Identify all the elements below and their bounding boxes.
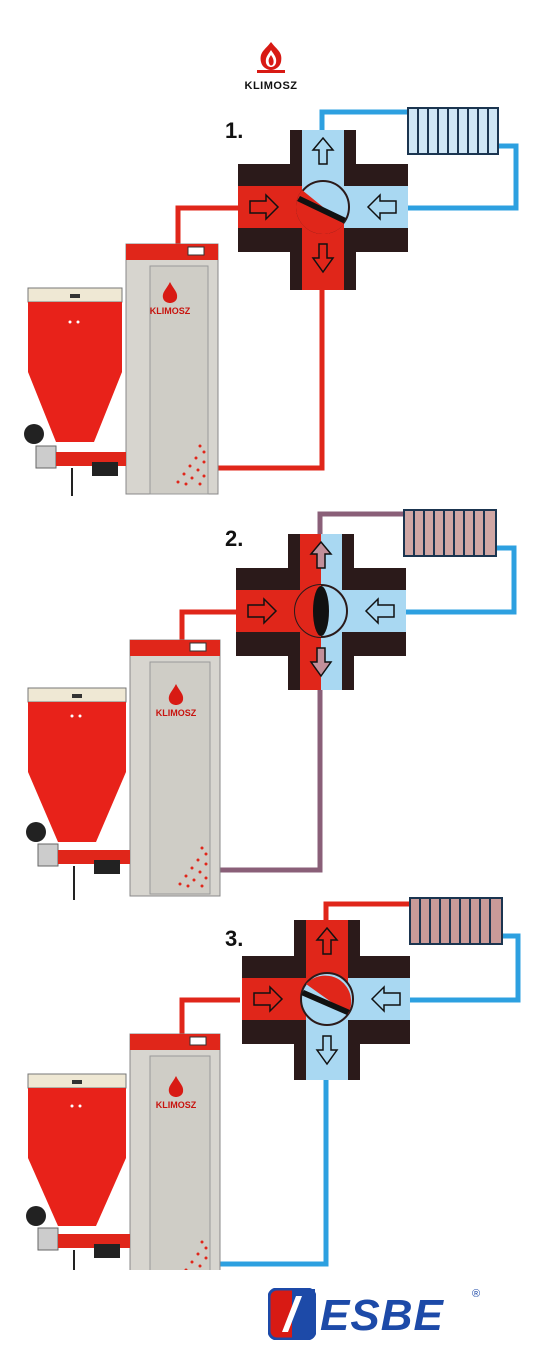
radiator	[403, 509, 497, 557]
mixing-valve	[236, 534, 406, 690]
step-label: 1.	[225, 118, 244, 143]
flow-arrow-icon	[315, 926, 339, 955]
flow-arrow-icon	[247, 597, 278, 625]
flow-arrow-icon	[370, 985, 401, 1013]
esbe-mark-icon	[268, 1288, 316, 1340]
fuel-hopper	[26, 687, 130, 900]
boiler: KLIMOSZ	[129, 639, 221, 897]
mixed-pipe	[218, 511, 404, 873]
klimosz-logo: KLIMOSZ	[236, 40, 306, 92]
flow-arrow-icon	[253, 985, 284, 1013]
flow-arrow-icon	[364, 597, 395, 625]
radiator	[407, 107, 499, 155]
boiler-brand-text: KLIMOSZ	[156, 1100, 197, 1110]
panel-3-diagram: KLIMOSZ	[26, 897, 521, 1270]
panel-1-diagram: KLIMOSZ	[24, 107, 519, 496]
esbe-brand-text: ESBE	[320, 1291, 444, 1340]
radiator	[409, 897, 503, 945]
supply-pipe	[175, 205, 325, 471]
mixing-valve	[238, 130, 408, 290]
flow-arrow-icon	[315, 1035, 339, 1066]
boiler-brand-text: KLIMOSZ	[156, 708, 197, 718]
return-pipe	[218, 933, 521, 1267]
mixing-valve	[242, 920, 410, 1080]
flow-arrow-icon	[249, 193, 280, 221]
boiler: KLIMOSZ	[125, 243, 219, 495]
return-pipe	[406, 545, 517, 615]
step-label: 2.	[225, 526, 244, 551]
flow-arrow-icon	[311, 136, 335, 165]
return-pipe	[319, 109, 519, 211]
fuel-hopper	[24, 287, 126, 496]
flow-arrow-icon	[309, 647, 333, 678]
supply-pipe	[179, 901, 410, 1040]
esbe-logo: ESBE ®	[268, 1288, 488, 1342]
flame-icon	[257, 42, 285, 73]
supply-pipe	[179, 609, 236, 644]
fuel-hopper	[26, 1073, 130, 1270]
flow-arrow-icon	[309, 540, 333, 569]
step-label: 3.	[225, 926, 244, 951]
panel-2-diagram: KLIMOSZ	[26, 509, 517, 900]
boiler-brand-text: KLIMOSZ	[150, 306, 191, 316]
registered-mark: ®	[472, 1288, 481, 1300]
boiler: KLIMOSZ	[129, 1033, 221, 1270]
flow-arrow-icon	[366, 193, 397, 221]
klimosz-brand-text: KLIMOSZ	[244, 80, 298, 92]
flow-arrow-icon	[311, 243, 335, 274]
